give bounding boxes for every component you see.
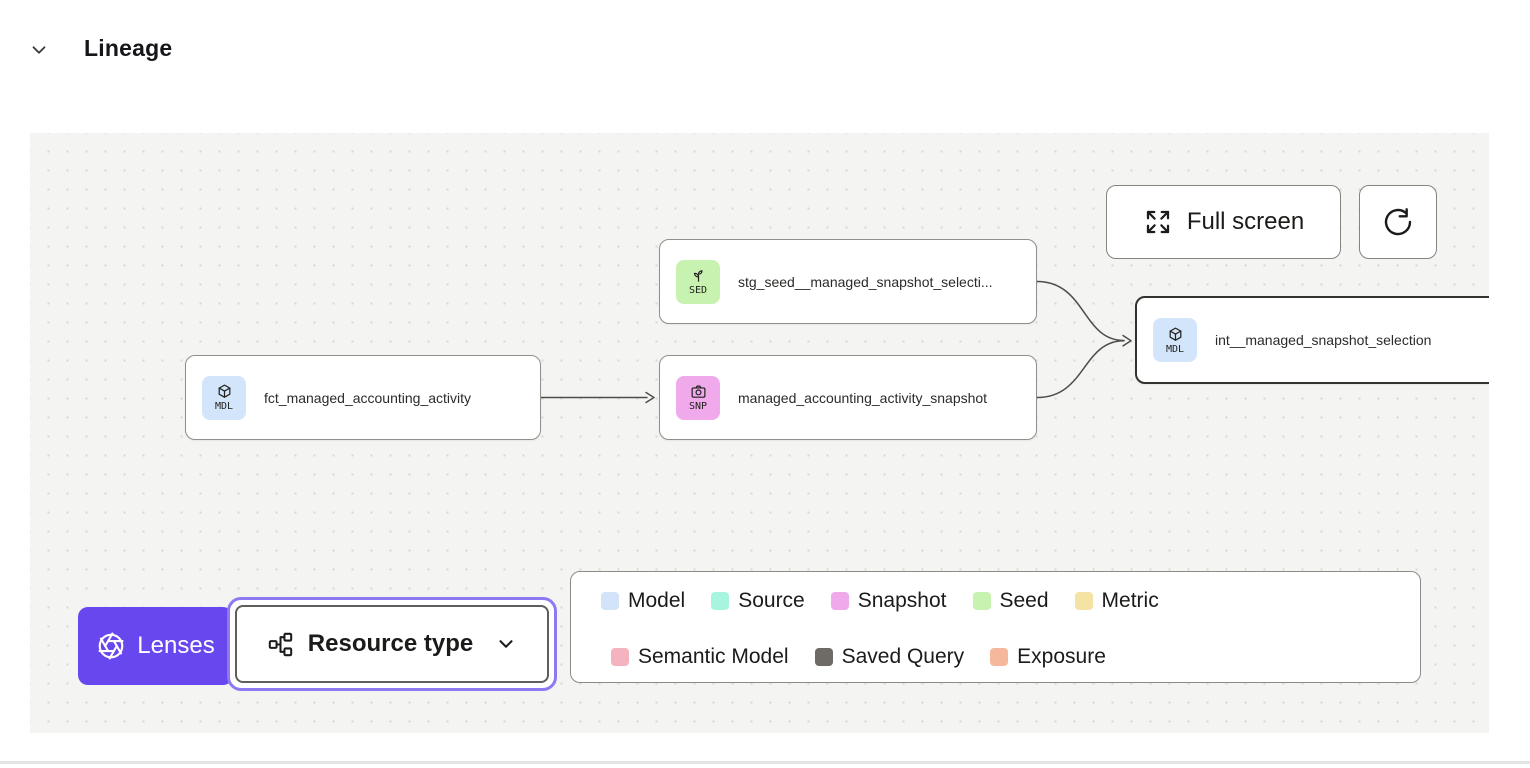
camera-icon: [691, 385, 705, 398]
sprout-icon: [693, 270, 703, 282]
legend-item-model: Model: [601, 589, 685, 613]
badge-label: MDL: [1165, 343, 1185, 355]
legend: Model Source Snapshot Seed Metric: [570, 571, 1421, 683]
model-swatch: [601, 592, 619, 610]
cube-icon: [218, 384, 230, 398]
resource-type-label: Resource type: [307, 630, 474, 657]
lineage-canvas[interactable]: Full screen SED stg_seed__managed_snapsh…: [30, 133, 1489, 733]
refresh-button[interactable]: [1359, 185, 1437, 259]
node-label: stg_seed__managed_snapshot_selecti...: [738, 273, 993, 290]
refresh-icon: [1384, 208, 1412, 236]
badge-label: SED: [688, 285, 708, 296]
seed-badge: SED: [676, 259, 720, 304]
full-screen-label: Full screen: [1186, 208, 1305, 235]
full-screen-button[interactable]: Full screen: [1106, 185, 1341, 259]
legend-item-metric: Metric: [1074, 589, 1159, 613]
bottom-divider: [0, 761, 1530, 764]
legend-item-source: Source: [711, 589, 805, 613]
lenses-label: Lenses: [137, 632, 215, 659]
legend-row: Semantic Model Saved Query Exposure: [611, 640, 1420, 674]
edge-seed-to-int: [1036, 280, 1125, 342]
saved-query-swatch: [814, 648, 833, 666]
edge-snapshot-to-int: [1036, 340, 1125, 399]
hierarchy-icon: [268, 632, 292, 656]
legend-item-semantic-model: Semantic Model: [611, 645, 789, 669]
node-managed-accounting-activity-snapshot[interactable]: SNP managed_accounting_activity_snapshot: [659, 355, 1037, 440]
model-badge: MDL: [1153, 318, 1197, 362]
page-title: Lineage: [84, 35, 173, 61]
badge-label: SNP: [688, 401, 708, 412]
resource-type-focus-ring: Resource type: [227, 597, 557, 691]
legend-item-snapshot: Snapshot: [830, 589, 947, 613]
legend-label: Seed: [999, 589, 1049, 612]
legend-label: Model: [628, 589, 686, 612]
seed-swatch: [972, 592, 991, 610]
node-stg-seed-managed-snapshot-selection[interactable]: SED stg_seed__managed_snapshot_selecti..…: [659, 239, 1037, 324]
legend-label: Semantic Model: [638, 645, 789, 668]
badge-label: MDL: [214, 401, 234, 412]
resource-type-dropdown[interactable]: Resource type: [235, 605, 549, 683]
semantic-model-swatch: [611, 648, 629, 666]
snapshot-badge: SNP: [676, 375, 720, 420]
exposure-swatch: [990, 648, 1009, 666]
aperture-icon: [98, 632, 124, 660]
legend-item-seed: Seed: [972, 589, 1049, 613]
arrowhead-icon: [1122, 334, 1132, 347]
snapshot-swatch: [830, 592, 849, 610]
legend-label: Exposure: [1017, 645, 1106, 668]
legend-label: Saved Query: [841, 645, 965, 668]
legend-label: Snapshot: [857, 589, 947, 612]
node-label: int__managed_snapshot_selection: [1215, 332, 1432, 348]
model-badge: MDL: [202, 375, 246, 420]
legend-item-saved-query: Saved Query: [814, 645, 965, 669]
collapse-chevron-icon[interactable]: [28, 39, 50, 61]
legend-row: Model Source Snapshot Seed Metric: [601, 584, 1420, 618]
metric-swatch: [1074, 592, 1093, 610]
node-int-managed-snapshot-selection[interactable]: MDL int__managed_snapshot_selection: [1135, 296, 1489, 384]
chevron-down-icon: [499, 640, 513, 648]
legend-item-exposure: Exposure: [990, 645, 1106, 669]
arrowhead-icon: [645, 391, 655, 404]
legend-label: Metric: [1101, 589, 1159, 612]
node-label: fct_managed_accounting_activity: [264, 389, 472, 406]
cube-icon: [1169, 327, 1181, 341]
node-fct-managed-accounting-activity[interactable]: MDL fct_managed_accounting_activity: [185, 355, 541, 440]
source-swatch: [711, 592, 730, 610]
lenses-button[interactable]: Lenses: [78, 607, 233, 685]
legend-label: Source: [738, 589, 805, 612]
node-label: managed_accounting_activity_snapshot: [738, 389, 988, 406]
expand-arrows-icon: [1146, 210, 1169, 234]
